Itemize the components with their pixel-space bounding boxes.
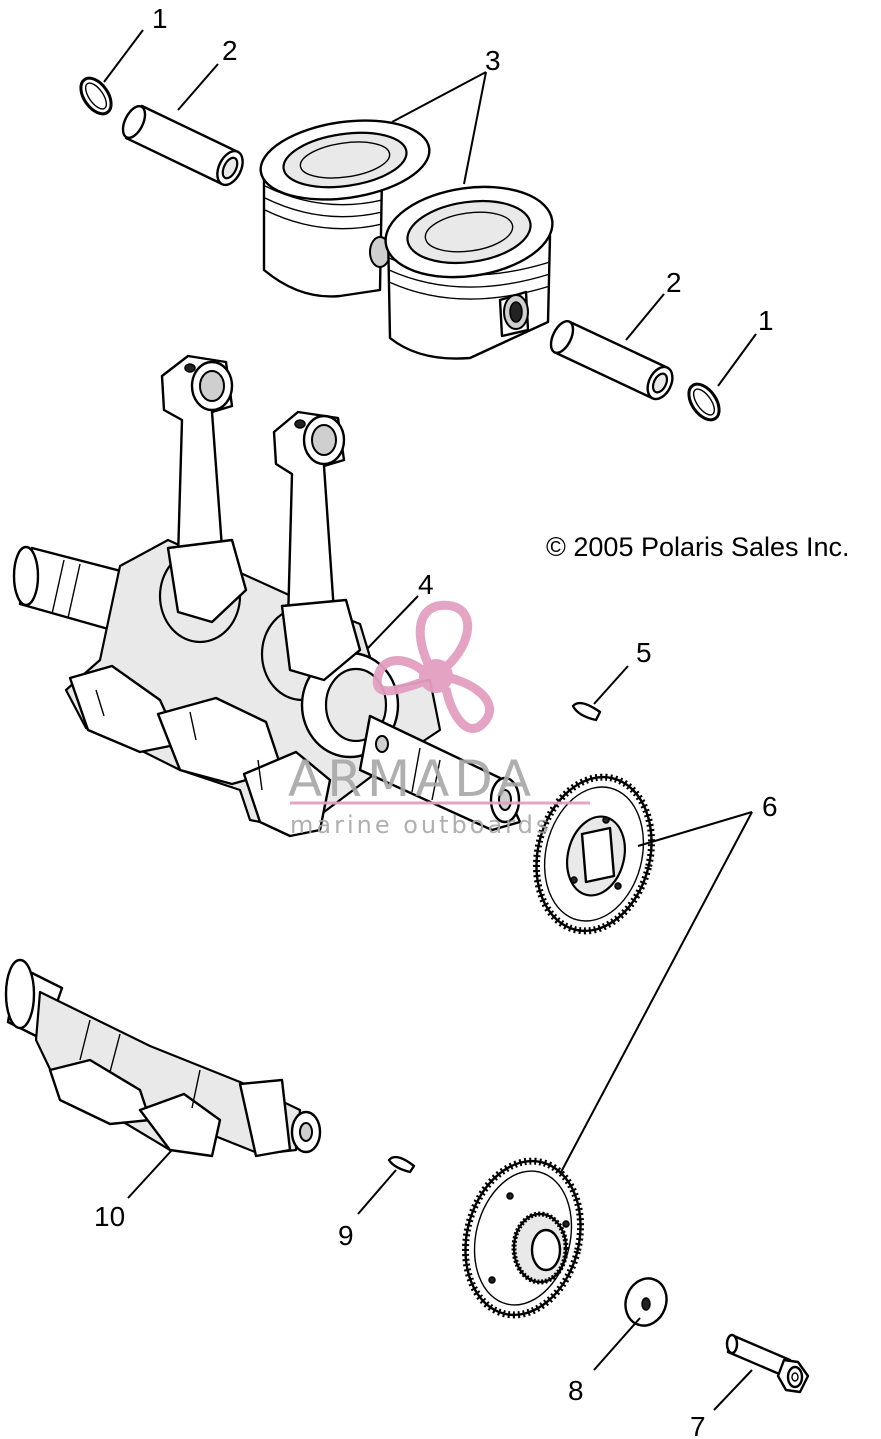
woodruff-key-lower [387,1155,416,1174]
callout-7: 7 [690,1411,706,1439]
piston-pin-upper [121,104,244,187]
leader-lines [103,29,757,1411]
callout-1-lower: 1 [758,305,774,336]
watermark-tagline: marine outboards [290,811,551,839]
callout-2-upper: 2 [222,35,238,66]
callout-2-lower: 2 [666,267,682,298]
callout-1-upper: 1 [152,3,168,34]
callout-8: 8 [568,1375,584,1406]
balance-gear [461,1157,585,1319]
piston-pin-lower [549,320,674,401]
armada-logo [290,600,590,805]
washer [624,1277,668,1327]
circlip-lower [687,382,721,422]
watermark-brand: ARMADA [288,750,536,808]
callout-6: 6 [762,791,778,822]
bolt [725,1333,810,1394]
crank-gear [532,773,656,935]
circlip-upper [79,76,113,116]
callout-9: 9 [338,1220,354,1251]
piston-front [384,185,554,360]
callout-4: 4 [418,569,434,600]
balance-shaft [4,958,322,1158]
callout-10: 10 [94,1201,125,1232]
callout-5: 5 [636,637,652,668]
callout-3: 3 [485,45,501,76]
copyright-text: © 2005 Polaris Sales Inc. [546,532,850,562]
woodruff-key-upper [571,701,602,722]
